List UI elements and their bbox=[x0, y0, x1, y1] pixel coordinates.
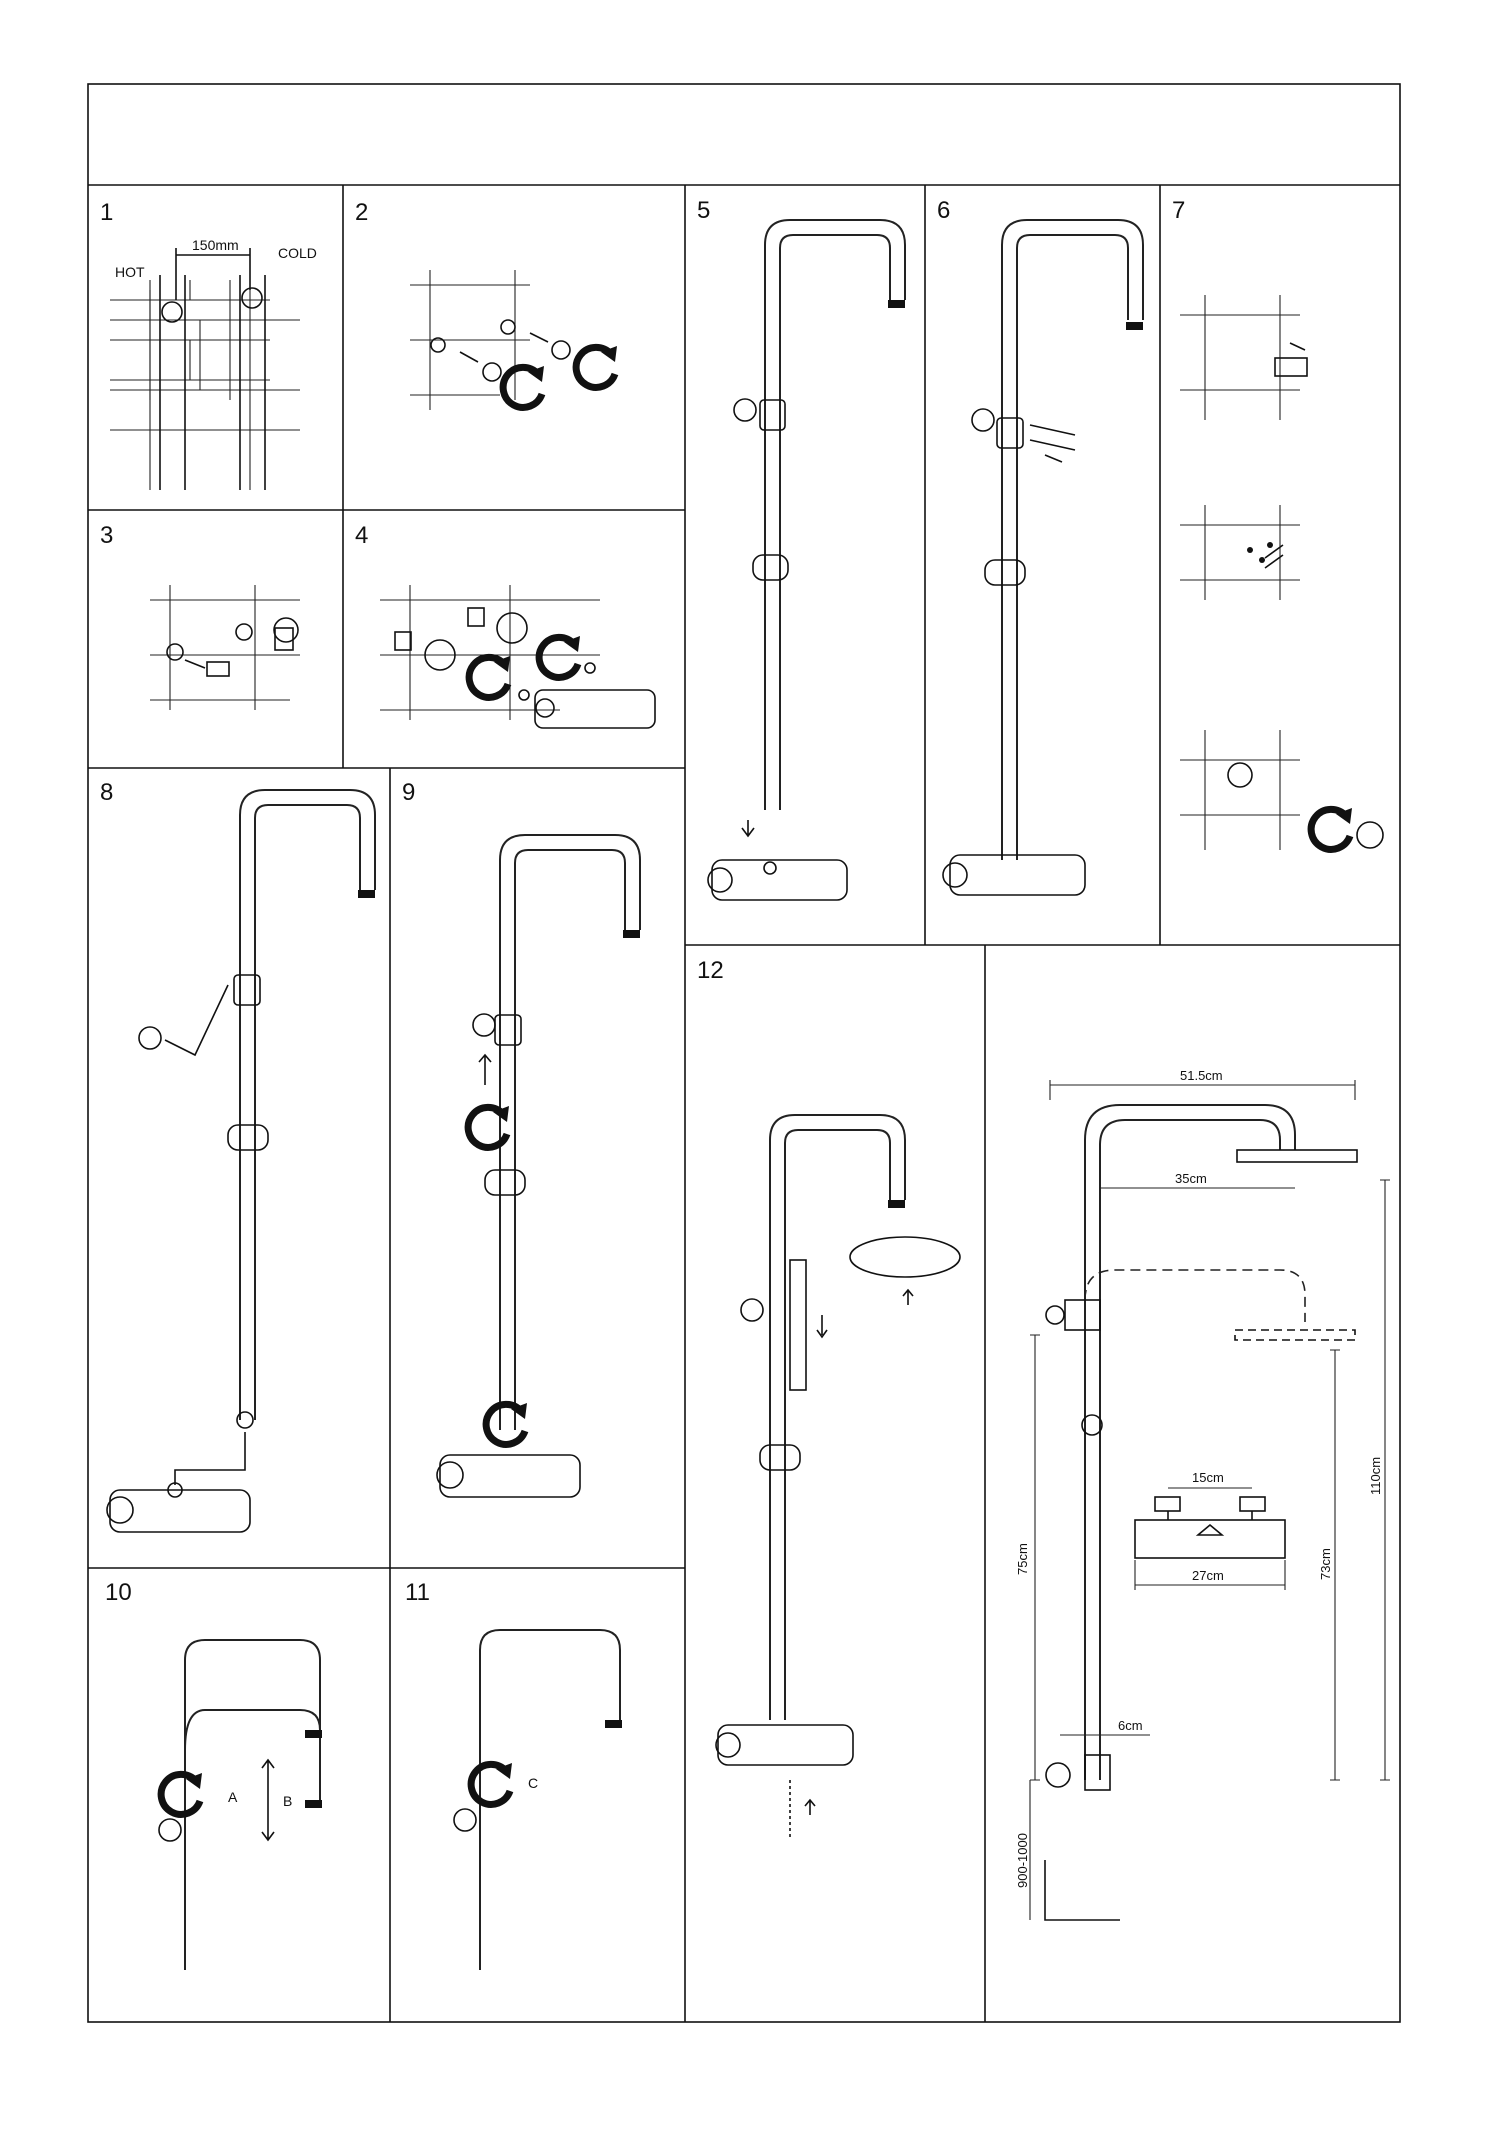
rotate-clockwise-icon bbox=[486, 1403, 527, 1444]
sheet-frame bbox=[87, 83, 1401, 2023]
cold-label: COLD bbox=[278, 245, 317, 261]
rotate-clockwise-icon bbox=[503, 366, 544, 407]
step2-illustration bbox=[410, 270, 617, 410]
step10-illustration: A B bbox=[159, 1639, 322, 1970]
rotate-clockwise-icon bbox=[161, 1773, 202, 1814]
step-number-10: 10 bbox=[105, 1579, 132, 1606]
rotate-clockwise-icon bbox=[469, 656, 510, 697]
step11-illustration: C bbox=[453, 1629, 622, 1970]
step-number-8: 8 bbox=[100, 779, 113, 806]
rail-height: 75cm bbox=[1015, 1543, 1030, 1575]
step-number-1: 1 bbox=[100, 199, 113, 226]
step-number-2: 2 bbox=[355, 199, 368, 226]
head-height: 73cm bbox=[1318, 1548, 1333, 1580]
floor-height: 900-1000 bbox=[1015, 1833, 1030, 1888]
step5-illustration bbox=[707, 219, 906, 901]
step-number-3: 3 bbox=[100, 522, 113, 549]
step-number-9: 9 bbox=[402, 779, 415, 806]
arm-reach: 35cm bbox=[1175, 1171, 1207, 1186]
step8-illustration bbox=[106, 789, 376, 1533]
hot-label: HOT bbox=[115, 264, 145, 280]
step-number-4: 4 bbox=[355, 522, 368, 549]
step9-illustration bbox=[436, 834, 641, 1498]
overall-width: 51.5cm bbox=[1180, 1068, 1223, 1083]
step-number-5: 5 bbox=[697, 197, 710, 224]
step6-illustration bbox=[942, 219, 1144, 896]
wall-offset: 6cm bbox=[1118, 1718, 1143, 1733]
step-number-11: 11 bbox=[405, 1579, 430, 1606]
rotate-counterclockwise-icon bbox=[1311, 808, 1352, 849]
rotate-clockwise-icon bbox=[468, 1106, 509, 1147]
label-b: B bbox=[283, 1793, 292, 1809]
rotate-clockwise-icon bbox=[539, 636, 580, 677]
dimension-drawing: 51.5cm 35cm 110cm 75cm 73cm 900-1000 6cm… bbox=[1015, 1068, 1390, 1921]
step7-illustration bbox=[1180, 295, 1384, 850]
step4-illustration bbox=[380, 585, 656, 729]
inlet-spacing: 15cm bbox=[1192, 1470, 1224, 1485]
step-number-12: 12 bbox=[697, 957, 724, 984]
step3-illustration bbox=[150, 585, 300, 710]
step1-illustration: HOT COLD 150mm bbox=[109, 237, 317, 490]
step-number-6: 6 bbox=[937, 197, 950, 224]
rotate-clockwise-icon bbox=[576, 346, 617, 387]
total-height: 110cm bbox=[1368, 1457, 1383, 1495]
step12-illustration bbox=[715, 1114, 961, 1840]
spacing-label: 150mm bbox=[192, 237, 239, 253]
label-a: A bbox=[228, 1789, 238, 1805]
label-c: C bbox=[528, 1775, 538, 1791]
valve-width: 27cm bbox=[1192, 1568, 1224, 1583]
rotate-clockwise-icon bbox=[471, 1763, 512, 1804]
bidirectional-arrow-icon bbox=[261, 1758, 275, 1842]
step-number-7: 7 bbox=[1172, 197, 1185, 224]
